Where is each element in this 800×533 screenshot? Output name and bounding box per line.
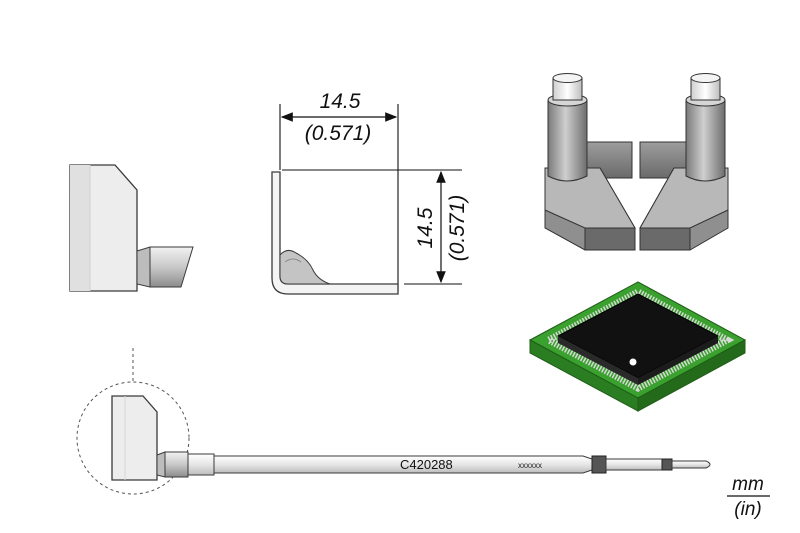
3d-tip-pair xyxy=(544,73,729,251)
left-tip-half xyxy=(544,73,636,251)
dimension-drawing: 14.5 (0.571) 14.5 (0.571) xyxy=(271,90,469,295)
unit-mm: mm xyxy=(732,474,764,495)
full-tip-view: C420288 xxxxxx xyxy=(76,348,711,495)
detail-circle xyxy=(76,381,190,495)
units-legend: mm (in) xyxy=(727,474,770,520)
right-tip-half xyxy=(639,73,729,251)
width-in-label: (0.571) xyxy=(305,122,372,145)
part-number: C420288 xyxy=(400,457,453,472)
qfp-chip-on-pcb xyxy=(528,281,747,412)
width-mm-label: 14.5 xyxy=(320,90,361,113)
height-in-label: (0.571) xyxy=(446,195,469,262)
unit-in: (in) xyxy=(734,499,761,520)
tip-marking: xxxxxx xyxy=(518,461,542,470)
solder-fillet xyxy=(279,249,331,285)
height-mm-label: 14.5 xyxy=(414,207,437,248)
side-view-tip xyxy=(69,164,194,292)
